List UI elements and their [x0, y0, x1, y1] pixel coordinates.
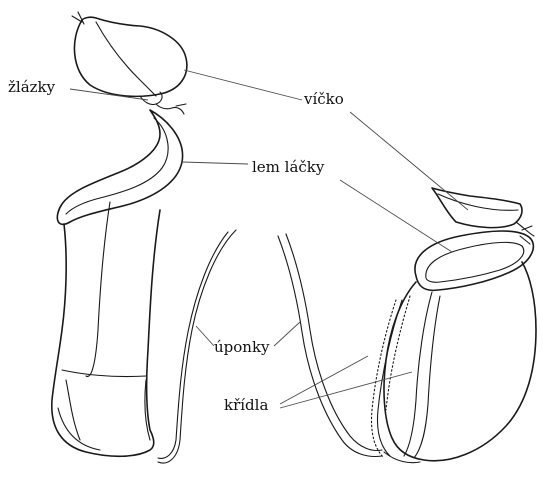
lower-pitcher-body: [384, 262, 536, 461]
leader-glands: [70, 89, 148, 100]
lower-pitcher: [372, 188, 537, 463]
upper-pitcher-lid: [74, 17, 186, 96]
leader-tendril-left: [196, 326, 214, 346]
leader-lid-upper: [184, 70, 302, 100]
label-lid: víčko: [303, 90, 344, 108]
leader-lines: [70, 70, 468, 408]
label-wings: křídla: [224, 396, 268, 414]
tendrils: [158, 230, 382, 463]
wing-right: [404, 292, 432, 456]
leader-tendril-right: [274, 322, 300, 346]
lower-pitcher-lid: [432, 188, 522, 228]
upper-pitcher-body: [52, 210, 160, 456]
leader-wing-lower: [280, 372, 412, 408]
leader-wing-upper: [280, 356, 368, 404]
label-glands: žlázky: [8, 78, 56, 96]
upper-pitcher: [52, 12, 187, 456]
label-tendrils: úponky: [214, 338, 270, 356]
leader-lid-lower: [350, 112, 468, 210]
leader-peristome-upper: [182, 162, 248, 164]
tendril-right: [286, 234, 382, 450]
labels: žlázky víčko lem láčky úponky křídla: [8, 78, 344, 414]
leader-peristome-lower: [340, 180, 452, 252]
label-peristome: lem láčky: [252, 158, 325, 176]
